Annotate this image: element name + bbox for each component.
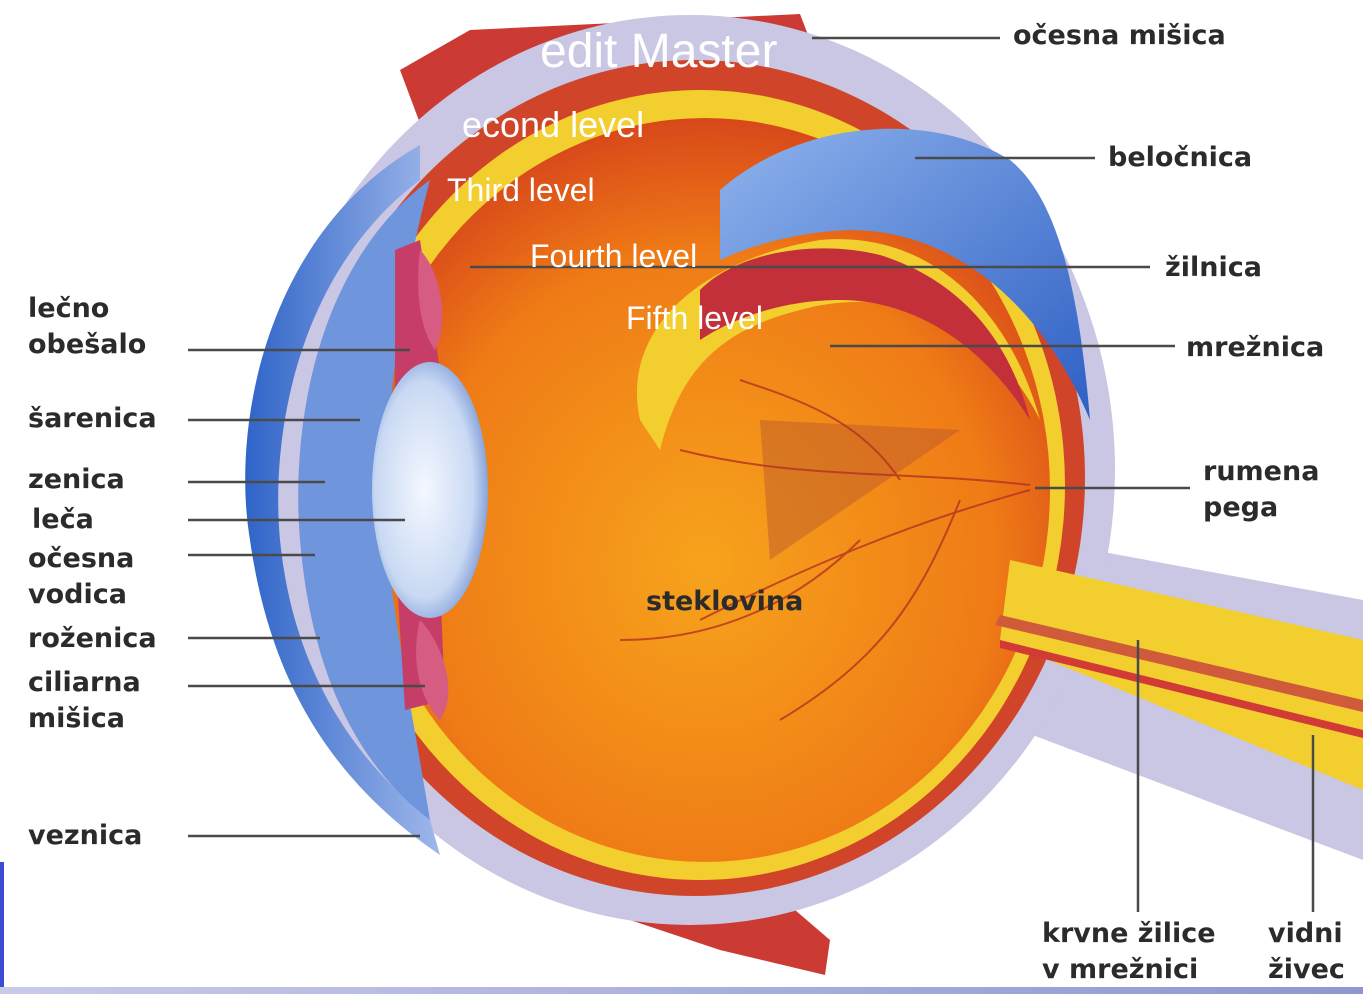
label-ciliarna-misica-1: ciliarna	[28, 667, 141, 698]
outline-level3: Third level	[447, 172, 595, 209]
lens	[372, 362, 488, 618]
left-accent-bar	[0, 862, 4, 994]
label-mreznica: mrežnica	[1186, 332, 1324, 363]
label-lecno-obesalo-2: obešalo	[28, 329, 146, 360]
outline-title: edit Master	[540, 24, 777, 79]
label-lecno-obesalo-1: lečno	[28, 293, 109, 324]
label-vidni-zivec-1: vidni	[1268, 918, 1343, 949]
label-zilnica: žilnica	[1165, 252, 1262, 283]
label-ocesna-vodica-2: vodica	[28, 579, 127, 610]
label-ocesna-vodica-1: očesna	[28, 543, 134, 574]
label-zenica: zenica	[28, 464, 125, 495]
label-krvne-zilice-1: krvne žilice	[1042, 918, 1216, 949]
label-veznica: veznica	[28, 820, 142, 851]
label-krvne-zilice-2: v mrežnici	[1042, 954, 1198, 985]
bottom-accent-bar	[0, 987, 1363, 994]
label-steklovina: steklovina	[646, 586, 803, 617]
label-sarenica: šarenica	[28, 403, 157, 434]
label-belocnica: beločnica	[1108, 142, 1252, 173]
label-rumena-pega-2: pega	[1203, 492, 1278, 523]
label-rozenica: roženica	[28, 623, 157, 654]
outline-level4: Fourth level	[530, 238, 697, 275]
label-leca: leča	[32, 504, 94, 535]
outline-level2: econd level	[462, 104, 644, 146]
label-vidni-zivec-2: živec	[1268, 954, 1345, 985]
label-ciliarna-misica-2: mišica	[28, 703, 125, 734]
label-ocesna-misica: očesna mišica	[1013, 20, 1226, 51]
label-rumena-pega-1: rumena	[1203, 456, 1319, 487]
outline-level5: Fifth level	[626, 300, 763, 337]
